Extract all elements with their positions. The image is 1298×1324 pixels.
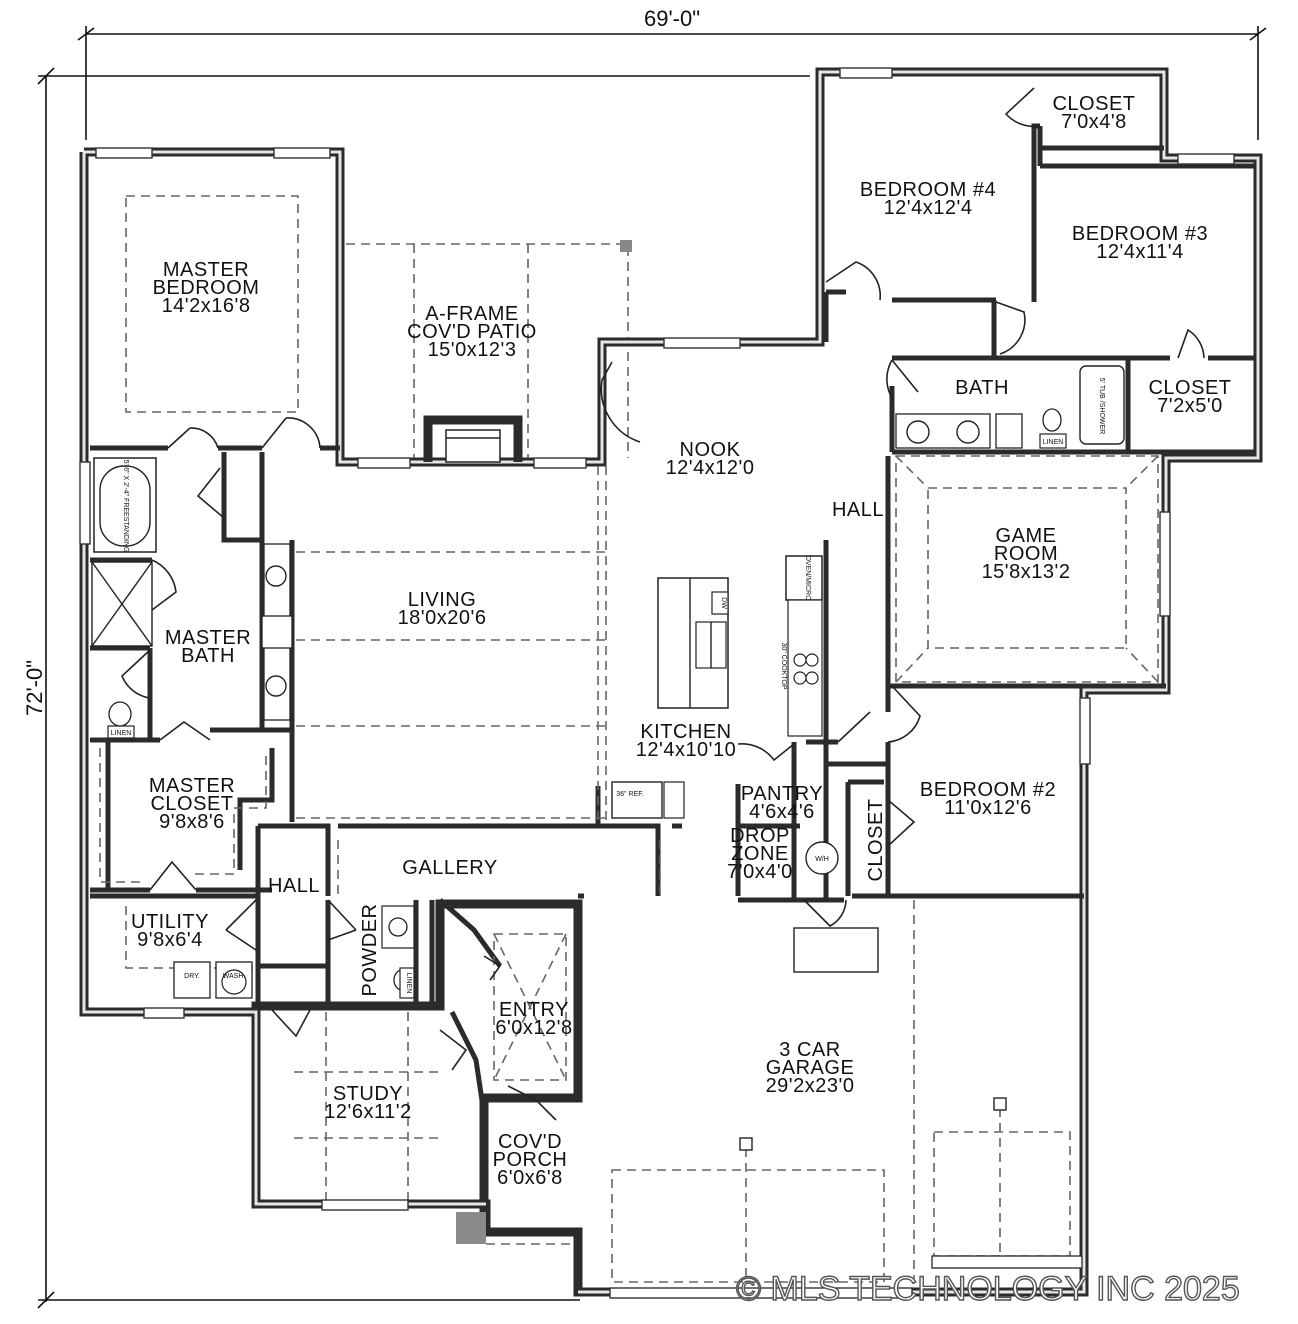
room-size-study: 12'6x11'2: [324, 1101, 411, 1123]
room-size-porch: 6'0x6'8: [497, 1167, 563, 1189]
room-size-garage: 29'2x23'0: [766, 1075, 855, 1097]
room-size-patio: 15'0x12'3: [428, 339, 517, 361]
dryer-label: DRY.: [184, 973, 200, 980]
tub-shower-label: 5' TUB /SHOWER: [1098, 378, 1105, 434]
closet-bedroom2-label: CLOSET: [865, 798, 887, 881]
overall-width-label: 69'-0": [644, 6, 700, 31]
linen-master-label: LINEN: [111, 730, 132, 737]
room-name-master-bath: BATH: [181, 645, 235, 667]
room-name-master-bath: MASTER: [165, 627, 251, 649]
room-name-hall-upper: HALL: [832, 499, 884, 521]
room-name-utility: UTILITY: [131, 911, 209, 933]
room-size-nook: 12'4x12'0: [666, 457, 755, 479]
bathtub-label: 5'-6" X 2'-4" FREESTANDING: [122, 460, 129, 553]
room-size-pantry: 4'6x4'6: [749, 801, 815, 823]
room-name-patio: COV'D PATIO: [407, 321, 537, 343]
ceiling-lines: [99, 195, 1159, 1290]
room-size-bedroom-3: 12'4x11'4: [1096, 241, 1183, 263]
room-name-bath: BATH: [955, 377, 1009, 399]
room-size-closet-top: 7'0x4'8: [1061, 111, 1127, 133]
room-name-bedroom-2: BEDROOM #2: [920, 779, 1056, 801]
room-name-living: LIVING: [408, 589, 477, 611]
room-size-closet-br3: 7'2x5'0: [1157, 395, 1223, 417]
room-name-master-closet: CLOSET: [150, 793, 233, 815]
room-size-bedroom-2: 11'0x12'6: [944, 797, 1031, 819]
room-name-porch: COV'D: [498, 1131, 562, 1153]
room-name-drop-zone: DROP: [730, 825, 790, 847]
room-size-kitchen: 12'4x10'10: [636, 739, 737, 761]
room-name-game-room: ROOM: [994, 543, 1058, 565]
room-name-study: STUDY: [333, 1083, 403, 1105]
room-name-gallery: GALLERY: [402, 857, 497, 879]
room-name-patio: A-FRAME: [425, 303, 519, 325]
fixtures: 5'-6" X 2'-4" FREESTANDING LINEN DW 36" …: [91, 365, 1125, 999]
room-name-kitchen: KITCHEN: [640, 721, 731, 743]
room-name-entry: ENTRY: [499, 999, 569, 1021]
linen-bath-label: LINEN: [1043, 439, 1064, 446]
room-name-bedroom-3: BEDROOM #3: [1072, 223, 1208, 245]
watermark: © MLS TECHNOLOGY INC 2025: [736, 1270, 1240, 1308]
room-name-drop-zone: ZONE: [731, 843, 789, 865]
room-name-hall-lower: HALL: [268, 875, 320, 897]
room-name-master-bedroom: BEDROOM: [153, 277, 260, 299]
room-name-porch: PORCH: [493, 1149, 568, 1171]
washer-label: WASH.: [223, 973, 246, 980]
room-size-master-bedroom: 14'2x16'8: [162, 295, 251, 317]
cooktop-label: 30" COOKTOP: [780, 642, 787, 689]
room-size-game-room: 15'8x13'2: [982, 561, 1071, 583]
dimension-lines: [37, 26, 1267, 1309]
room-name-closet-br3: CLOSET: [1148, 377, 1231, 399]
water-heater-label: W/H: [815, 856, 829, 863]
room-name-master-closet: MASTER: [149, 775, 235, 797]
room-name-game-room: GAME: [996, 525, 1057, 547]
room-name-garage: GARAGE: [766, 1057, 855, 1079]
room-size-utility: 9'8x6'4: [137, 929, 203, 951]
room-name-bedroom-4: BEDROOM #4: [860, 179, 996, 201]
room-size-master-closet: 9'8x8'6: [159, 811, 225, 833]
linen-powder-label: LINEN: [405, 973, 412, 994]
overall-height-label: 72'-0": [22, 660, 47, 716]
interior-walls: [90, 123, 1254, 1115]
room-name-pantry: PANTRY: [741, 783, 823, 805]
room-name-closet-top: CLOSET: [1052, 93, 1135, 115]
patio-outline: [346, 240, 632, 458]
room-name-garage: 3 CAR: [779, 1039, 840, 1061]
room-name-master-bedroom: MASTER: [163, 259, 249, 281]
oven-label: OVEN/MICRO: [804, 555, 811, 601]
room-size-bedroom-4: 12'4x12'4: [884, 197, 973, 219]
windows: [79, 67, 1235, 1299]
refrigerator-label: 36" REF.: [616, 791, 643, 798]
doors: [121, 87, 1205, 1121]
room-size-drop-zone: 7'0x4'0: [727, 861, 793, 883]
room-size-living: 18'0x20'6: [398, 607, 487, 629]
room-size-entry: 6'0x12'8: [495, 1017, 572, 1039]
powder-label: POWDER: [359, 904, 381, 997]
room-name-nook: NOOK: [680, 439, 741, 461]
dishwasher-label: DW: [720, 597, 727, 609]
